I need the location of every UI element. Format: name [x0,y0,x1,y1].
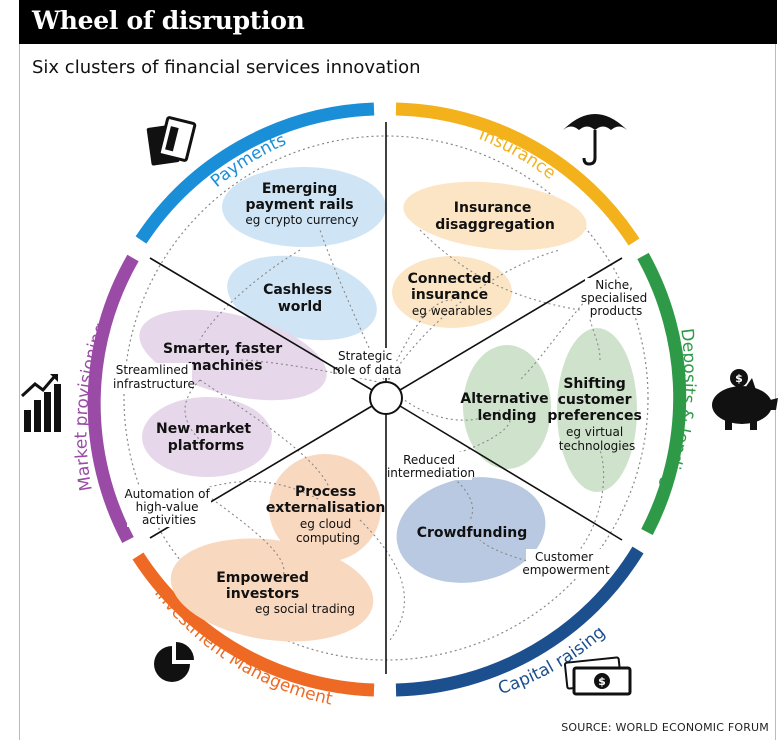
svg-text:$: $ [598,675,606,688]
crowdfunding-blob [396,477,546,583]
emerging-payment-rails-blob [222,167,386,247]
capital-arc [395,546,644,697]
insurance-disaggregation-blob [403,181,587,251]
piggy-bank-icon: $ [712,369,778,430]
shifting-customer-preferences-blob [557,328,637,492]
credit-cards-icon [146,116,197,166]
header-bar: Wheel of disruption [19,0,777,44]
growth-chart-icon [20,374,61,432]
theme-streamlined-infrastructure: Streamlined infrastructure [113,363,195,391]
alternative-lending-blob [463,345,551,469]
theme-niche-specialised-products: Niche, specialised products [581,278,651,318]
svg-text:$: $ [735,372,743,385]
source-credit: SOURCE: WORLD ECONOMIC FORUM [561,721,769,734]
cluster-cashless-world: Cashless world [263,282,337,315]
page-title: Wheel of disruption [32,6,305,35]
cluster-blobs [139,167,637,642]
cluster-shifting-customer-preferences: Shifting customer preferences eg virtual… [547,376,646,453]
pie-chart-icon [154,642,194,682]
cluster-smarter-faster-machines: Smarter, faster machines [163,341,287,374]
insurance-arc [395,102,640,246]
connected-insurance-blob [392,256,512,328]
payments-arc [135,102,375,244]
cluster-emerging-payment-rails: Emerging payment rails eg crypto currenc… [245,181,358,227]
cluster-alternative-lending: Alternative lending [460,391,553,424]
cluster-crowdfunding: Crowdfunding [417,525,528,541]
empowered-investors-blob [170,538,374,642]
cluster-new-market-platforms: New market platforms [156,421,256,454]
process-externalisation-blob [269,454,381,562]
cluster-empowered-investors: Empowered investors eg social trading [216,570,355,616]
wheel-hub [369,381,403,415]
deposits-arc [637,252,687,535]
frame [19,44,776,740]
theme-reduced-intermediation: Reduced intermediation [387,453,475,480]
cluster-connected-insurance: Connected insurance eg wearables [408,271,497,318]
cashless-world-blob [227,255,377,341]
cluster-process-externalisation: Process externalisation eg cloud computi… [266,484,390,545]
umbrella-icon [563,114,627,166]
page-subtitle: Six clusters of financial services innov… [32,57,421,78]
new-market-platforms-blob [142,397,272,477]
theme-customer-empowerment: Customer empowerment [522,550,610,577]
theme-strategic-role-of-data: Strategic role of data [333,349,402,377]
cash-icon: $ [563,656,632,696]
market-arc [87,254,139,544]
investment-arc [132,552,375,697]
segment-ring [87,102,687,697]
theme-automation-of-high-value-activities: Automation of high-value activities [124,487,213,527]
cluster-insurance-disaggregation: Insurance disaggregation [435,200,555,233]
